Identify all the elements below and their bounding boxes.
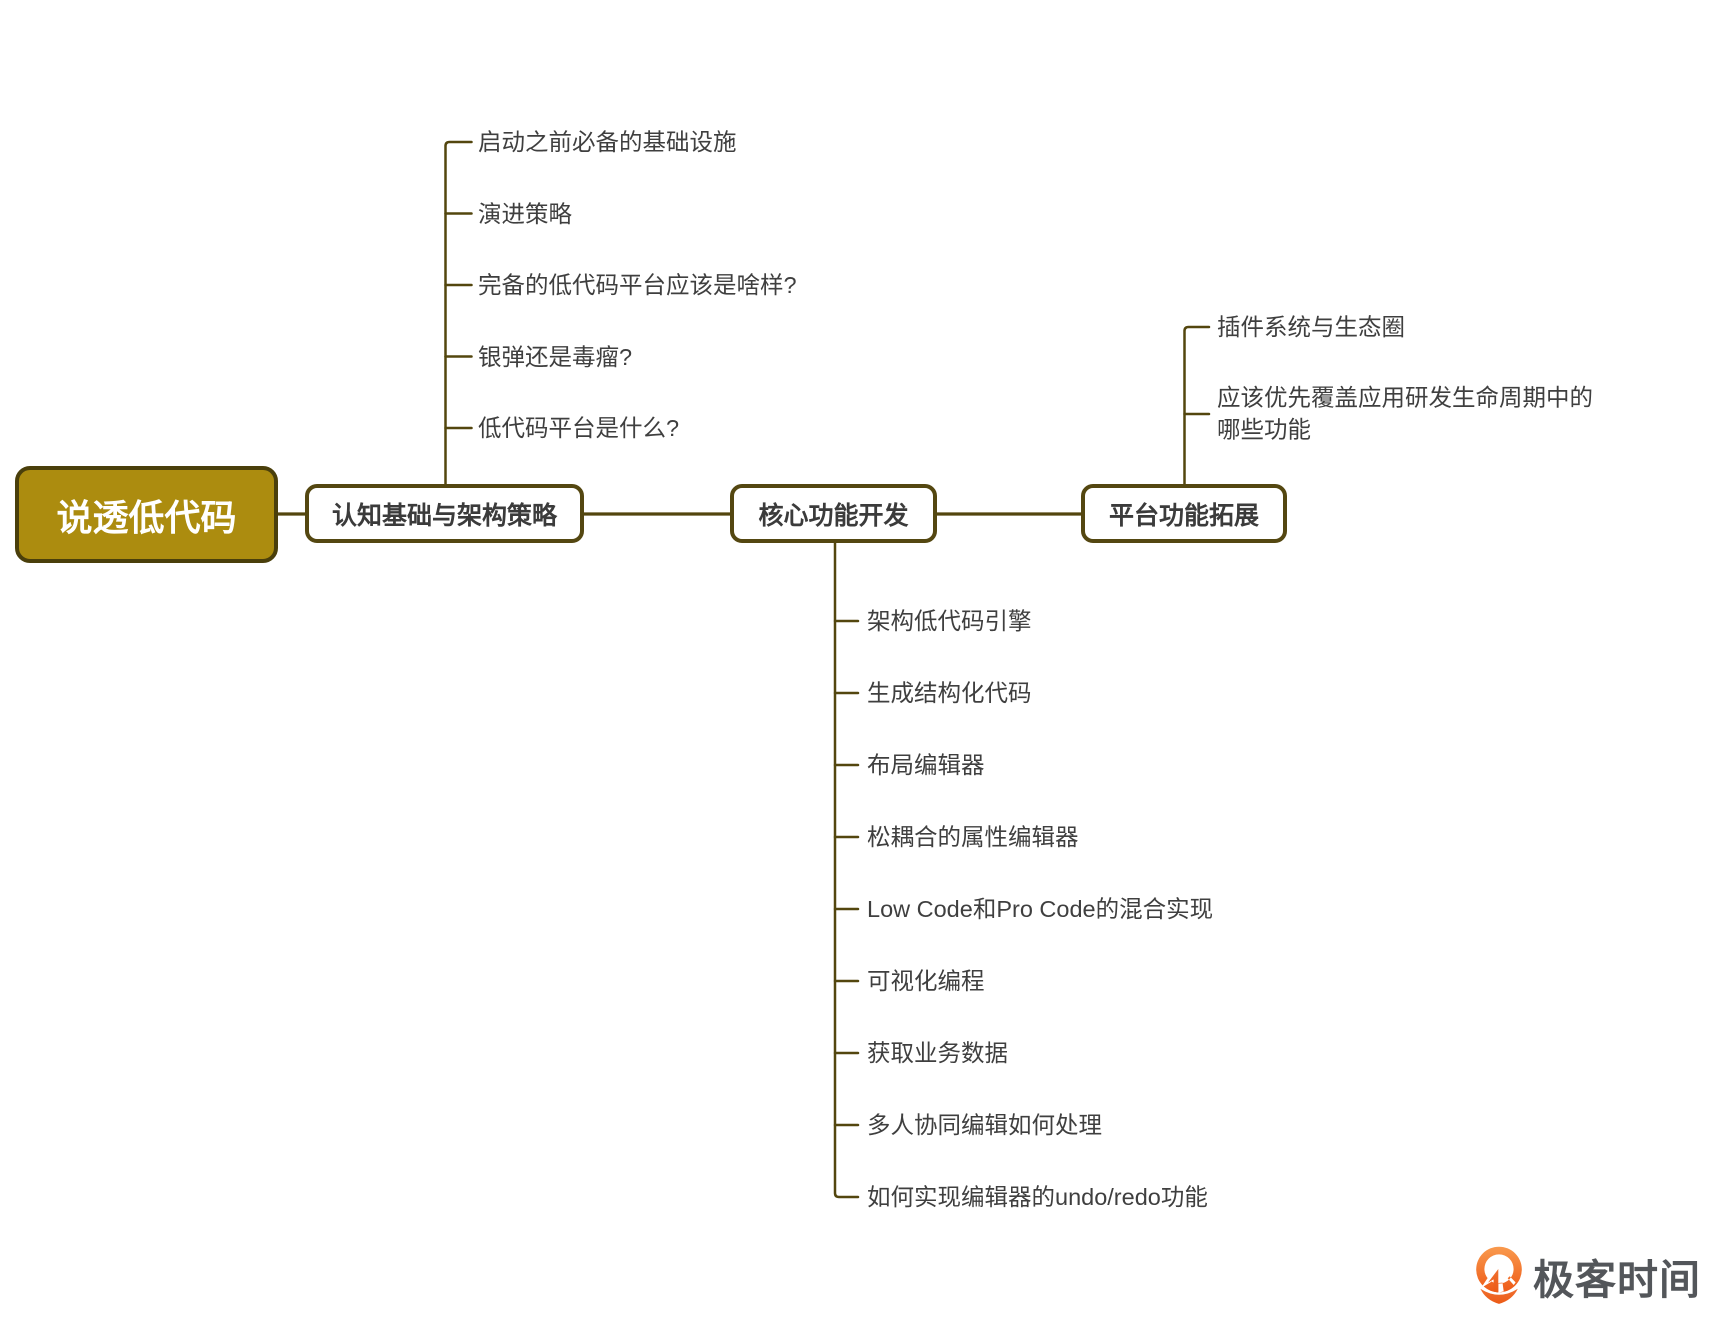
- topic-item[interactable]: 松耦合的属性编辑器: [867, 823, 1079, 850]
- branch-node-cognitive-strategy[interactable]: 认知基础与架构策略: [305, 484, 584, 543]
- branch-node-label: 认知基础与架构策略: [331, 501, 557, 530]
- trunk-branch0: [444, 140, 473, 486]
- branch-node-platform-expansion[interactable]: 平台功能拓展: [1081, 484, 1287, 543]
- root-node[interactable]: 说透低代码: [15, 466, 278, 563]
- trunk-branch1: [833, 541, 860, 1199]
- geektime-logo-text: 极客时间: [1533, 1257, 1701, 1303]
- topic-item[interactable]: Low Code和Pro Code的混合实现: [867, 895, 1214, 922]
- logo-pin-cutout: [1481, 1254, 1516, 1293]
- topic-item[interactable]: 银弹还是毒瘤?: [478, 343, 633, 370]
- geektime-pin-icon: [1476, 1246, 1522, 1304]
- branch-node-label: 平台功能拓展: [1108, 501, 1259, 530]
- topic-item[interactable]: 低代码平台是什么?: [478, 414, 680, 441]
- topic-item[interactable]: 启动之前必备的基础设施: [478, 128, 737, 155]
- logo-pin-tail: [1480, 1288, 1518, 1304]
- topic-item[interactable]: 完备的低代码平台应该是啥样?: [478, 271, 797, 298]
- branch-node-label: 核心功能开发: [758, 501, 909, 530]
- topic-item[interactable]: 可视化编程: [867, 967, 985, 994]
- topic-item[interactable]: 架构低代码引擎: [867, 607, 1032, 634]
- topic-item[interactable]: 演进策略: [478, 200, 572, 227]
- branch-node-core-features[interactable]: 核心功能开发: [730, 484, 937, 543]
- topic-item[interactable]: 布局编辑器: [867, 751, 985, 778]
- topic-item[interactable]: 多人协同编辑如何处理: [867, 1111, 1102, 1138]
- geektime-logo: 极客时间: [1475, 1245, 1701, 1306]
- topic-item[interactable]: 生成结构化代码: [867, 679, 1032, 706]
- topic-item[interactable]: 获取业务数据: [867, 1039, 1008, 1066]
- topic-item[interactable]: 插件系统与生态圈: [1217, 313, 1405, 340]
- root-node-label: 说透低代码: [56, 496, 237, 538]
- topic-item[interactable]: 如何实现编辑器的undo/redo功能: [867, 1183, 1208, 1210]
- trunk-branch2: [1183, 325, 1211, 486]
- topic-item[interactable]: 应该优先覆盖应用研发生命周期中的哪些功能: [1217, 384, 1593, 443]
- logo-pin-arrow: [1488, 1269, 1499, 1293]
